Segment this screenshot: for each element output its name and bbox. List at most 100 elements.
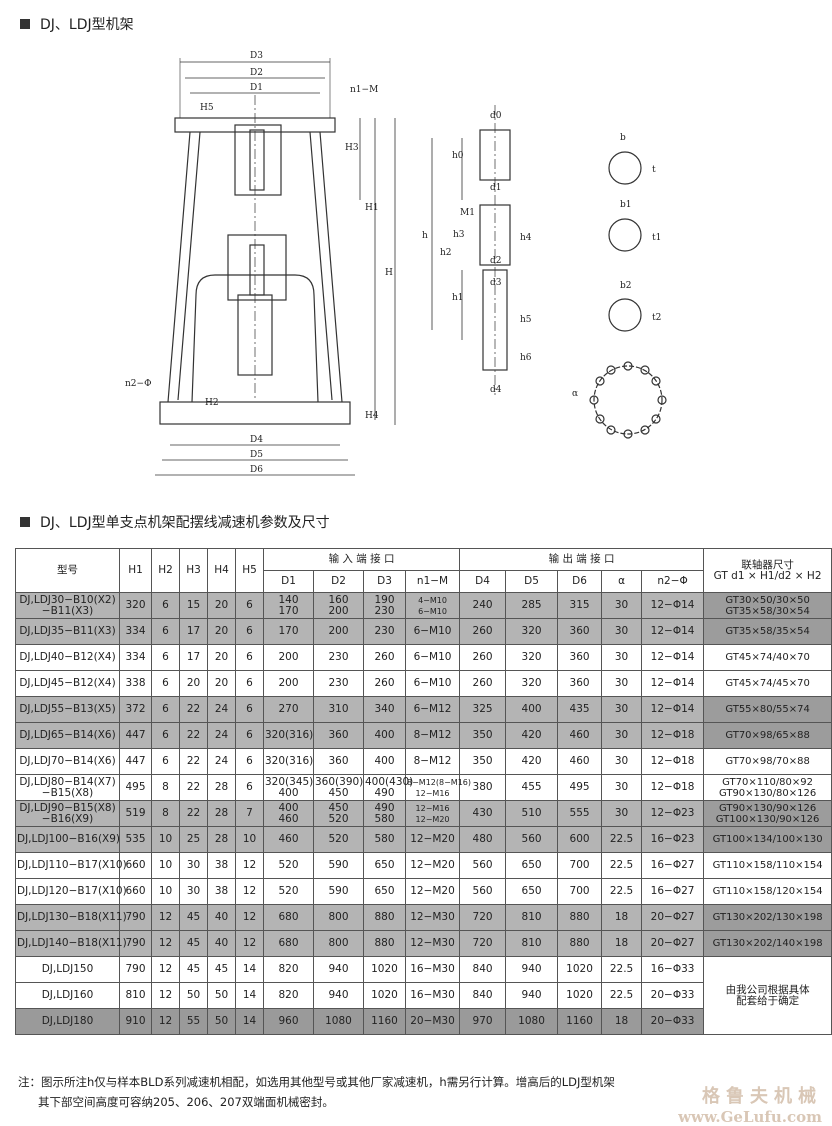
cell-n1M: 16−M30 (404, 982, 461, 1009)
cell-model: DJ,LDJ100−B16(X9) (15, 826, 120, 853)
cell-D2: 230 (313, 644, 364, 671)
frame-title: DJ、LDJ型机架 (40, 17, 134, 33)
cell-model: DJ,LDJ110−B17(X10) (15, 852, 127, 879)
cell-H1: 334 (119, 644, 152, 671)
cell-D5: 1080 (505, 1008, 559, 1035)
cell-H5: 12 (235, 904, 264, 931)
footnote: 注：图示所注h仅与样本BLD系列减速机相配，如选用其他型号或其他厂家减速机，h需… (18, 1072, 828, 1112)
svg-text:h4: h4 (520, 233, 532, 243)
cell-H1: 810 (119, 982, 152, 1009)
cell-n1M: 16−M30 (404, 956, 461, 983)
svg-text:h6: h6 (520, 353, 532, 363)
cell-D4: 260 (459, 618, 507, 645)
th-n2phi: n2−Φ (641, 570, 705, 593)
cell-D3: 260 (363, 670, 406, 697)
cell-D4: 430 (459, 800, 507, 827)
cell-n1M: 12−M30 (404, 904, 461, 931)
svg-text:H1: H1 (365, 203, 379, 213)
cell-D1: 820 (263, 956, 314, 983)
svg-text:D6: D6 (250, 465, 263, 475)
key-lower (249, 244, 265, 296)
cell-D4: 260 (459, 644, 507, 671)
cell-D4: 560 (459, 878, 507, 905)
cell-H3: 17 (179, 644, 208, 671)
key-section-2 (608, 218, 642, 252)
watermark-cn: 格鲁夫机械 (702, 1086, 822, 1107)
cell-D3: 650 (363, 878, 406, 905)
cell-H5: 6 (235, 592, 264, 619)
cell-H5: 12 (235, 878, 264, 905)
cell-D5: 320 (505, 670, 559, 697)
cell-H3: 17 (179, 618, 208, 645)
cell-D3: 580 (363, 826, 406, 853)
cell-H1: 338 (119, 670, 152, 697)
cell-coupling: GT130×202/140×198 (703, 930, 832, 957)
cell-n2phi: 20−Φ27 (641, 930, 705, 957)
cell-H1: 790 (119, 930, 152, 957)
cell-D5: 510 (505, 800, 559, 827)
cell-H2: 10 (151, 852, 180, 879)
cell-alpha: 22.5 (601, 982, 643, 1009)
cell-D2: 200 (313, 618, 364, 645)
cell-H2: 12 (151, 930, 180, 957)
cell-n2phi: 16−Φ27 (641, 878, 705, 905)
th-coupling-line1: 联轴器尺寸 (741, 558, 794, 571)
frame-walls (167, 131, 343, 403)
cell-coupling: GT45×74/45×70 (703, 670, 832, 697)
cell-H5: 14 (235, 982, 264, 1009)
cell-D1: 680 (263, 904, 314, 931)
cell-coupling: GT45×74/40×70 (703, 644, 832, 671)
cell-H3: 30 (179, 878, 208, 905)
cell-n2phi: 12−Φ14 (641, 670, 705, 697)
cell-H3: 25 (179, 826, 208, 853)
svg-text:D5: D5 (250, 450, 263, 460)
th-D1: D1 (263, 570, 314, 593)
cell-D2: 360(390)450 (313, 774, 364, 801)
cell-D6: 1020 (557, 982, 603, 1009)
cell-H3: 20 (179, 670, 208, 697)
cell-alpha: 30 (601, 670, 643, 697)
cell-D5: 810 (505, 904, 559, 931)
cell-D1: 680 (263, 930, 314, 957)
th-coupling: 联轴器尺寸 GT d1 × H1/d2 × H2 (703, 548, 832, 593)
svg-text:d4: d4 (490, 385, 502, 395)
cell-D1: 320(345)400 (263, 774, 314, 801)
cell-H4: 45 (207, 956, 236, 983)
svg-text:H3: H3 (345, 143, 359, 153)
cell-n2phi: 12−Φ14 (641, 696, 705, 723)
cell-D1: 170 (263, 618, 314, 645)
svg-text:b: b (620, 133, 626, 143)
cell-H2: 12 (151, 1008, 180, 1035)
cell-H3: 22 (179, 722, 208, 749)
svg-text:H4: H4 (365, 411, 379, 421)
cell-H3: 30 (179, 852, 208, 879)
cell-D2: 360 (313, 722, 364, 749)
cell-H5: 6 (235, 774, 264, 801)
svg-text:h2: h2 (440, 248, 452, 258)
cell-D6: 460 (557, 748, 603, 775)
cell-alpha: 30 (601, 618, 643, 645)
cell-coupling: GT70×98/65×88 (703, 722, 832, 749)
svg-text:h3: h3 (453, 230, 465, 240)
th-H1: H1 (119, 548, 152, 593)
cell-n1M: 6−M10 (404, 644, 461, 671)
cell-D5: 940 (505, 982, 559, 1009)
cell-H2: 6 (151, 644, 180, 671)
cell-model: DJ,LDJ180 (15, 1008, 120, 1035)
watermark: 格鲁夫机械 www.GeLufu.com (678, 1082, 822, 1126)
cell-H3: 22 (179, 774, 208, 801)
cell-H5: 14 (235, 956, 264, 983)
cell-D3: 650 (363, 852, 406, 879)
cell-model: DJ,LDJ80−B14(X7)−B15(X8) (15, 774, 120, 801)
cell-model: DJ,LDJ120−B17(X10) (15, 878, 127, 905)
